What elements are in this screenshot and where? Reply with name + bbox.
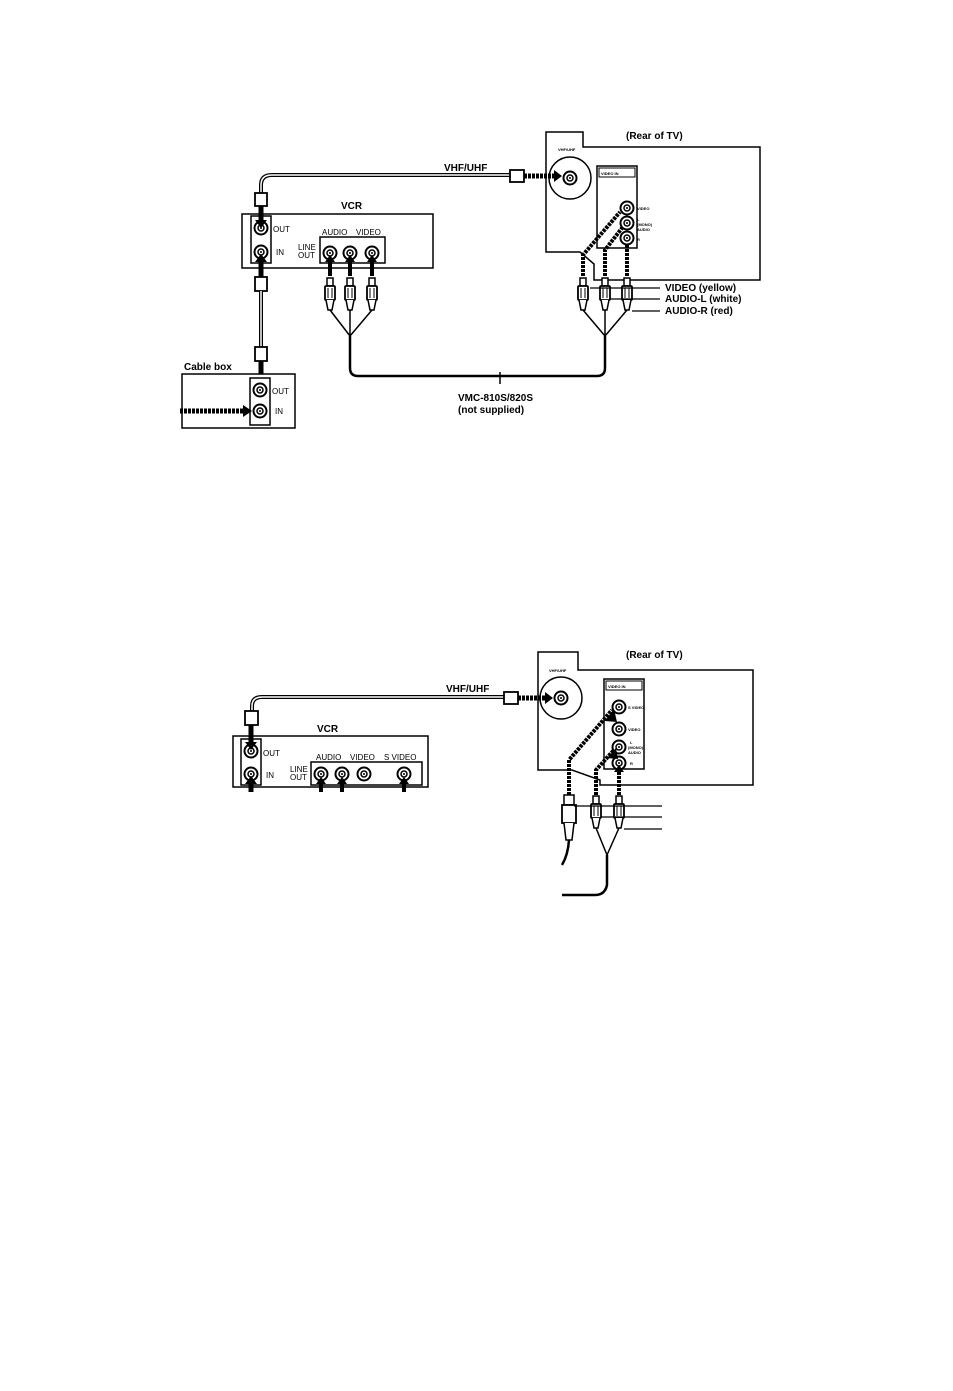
vcr-audio-label-2: AUDIO <box>316 753 341 762</box>
legend-audio-l: AUDIO-L (white) <box>665 294 741 305</box>
tv-vhf-uhf-jack-2 <box>555 692 568 705</box>
cable-box-in-jack <box>254 405 267 418</box>
tv-video-jack <box>621 202 634 215</box>
tv-audio-l-jack <box>621 217 634 230</box>
cable-box-out-jack <box>254 384 267 397</box>
vcr-video-jack-2 <box>358 768 371 781</box>
tv-vhf-uhf-label: VHF/UHF <box>558 147 576 152</box>
rear-of-tv-label-2: (Rear of TV) <box>626 650 683 661</box>
cable-box-in-label: IN <box>275 407 283 416</box>
cable-note-label: (not supplied) <box>458 405 524 416</box>
vcr-label-2: VCR <box>317 724 339 735</box>
diagram-1: VIDEO IN VHF/UHF VIDEO L (MONO) AUDIO R … <box>180 131 760 428</box>
vcr-in-label-2: IN <box>266 771 274 780</box>
vcr-line-out-label: OUT <box>298 251 315 260</box>
legend-video: VIDEO (yellow) <box>665 283 736 294</box>
s-video-plug <box>562 795 576 865</box>
tv-video-in-label: VIDEO IN <box>601 171 619 176</box>
tv-rear-1: VIDEO IN VHF/UHF VIDEO L (MONO) AUDIO R <box>546 132 760 280</box>
vhf-uhf-cable-2 <box>245 692 553 725</box>
vcr-video-label: VIDEO <box>356 228 381 237</box>
diagram-2: VIDEO IN VHF/UHF S VIDEO VIDEO L (MONO) … <box>233 650 753 895</box>
vcr-video-label-2: VIDEO <box>350 753 375 762</box>
legend-audio-r: AUDIO-R (red) <box>665 306 733 317</box>
tv-video-jack-2 <box>613 723 626 736</box>
cable-box-label: Cable box <box>184 362 232 373</box>
tv-video-in-label-2: VIDEO IN <box>608 684 626 689</box>
tv-audio-r-jack <box>621 232 634 245</box>
vcr-1 <box>242 214 433 268</box>
tv-vhf-uhf-label-2: VHF/UHF <box>549 668 567 673</box>
tv-r-label: R <box>637 237 640 242</box>
vcr-label: VCR <box>341 201 363 212</box>
cable-box-out-label: OUT <box>272 387 289 396</box>
cable-model-label: VMC-810S/820S <box>458 393 533 404</box>
tv-video-label: VIDEO <box>637 206 649 211</box>
cable-box <box>180 374 295 428</box>
vhf-uhf-cable-1 <box>255 170 562 206</box>
rear-of-tv-label: (Rear of TV) <box>626 131 683 142</box>
av-cable-1 <box>350 336 605 376</box>
vcr-out-label-2: OUT <box>263 749 280 758</box>
vcr-s-video-label: S VIDEO <box>384 753 416 762</box>
tv-vhf-uhf-jack <box>564 172 577 185</box>
vcr-in-label: IN <box>276 248 284 257</box>
tv-audio-label: AUDIO <box>637 227 650 232</box>
cable-box-link-1 <box>255 277 267 384</box>
vcr-line-out-label-2: OUT <box>290 773 307 782</box>
vcr-audio-label: AUDIO <box>322 228 347 237</box>
tv-video-label-2: VIDEO <box>628 727 640 732</box>
vcr-out-label: OUT <box>273 225 290 234</box>
tv-audio-label-2: AUDIO <box>628 750 641 755</box>
tv-s-video-label: S VIDEO <box>628 705 644 710</box>
vcr-rca-plugs-1 <box>325 278 377 336</box>
vhf-uhf-label-2: VHF/UHF <box>446 684 489 695</box>
vhf-uhf-label: VHF/UHF <box>444 163 487 174</box>
tv-r-label-2: R <box>630 761 633 766</box>
